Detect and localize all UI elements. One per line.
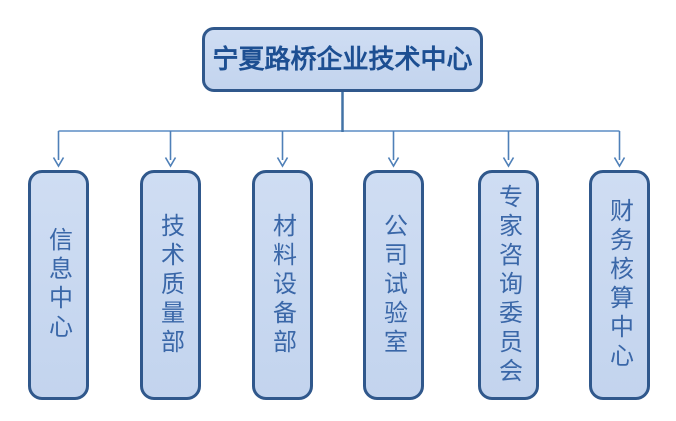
child-node-label: 财务核算中心	[605, 198, 634, 372]
child-node-label: 技术质量部	[156, 212, 185, 358]
branch-arrow	[613, 131, 626, 168]
child-node-label: 信息中心	[44, 227, 73, 343]
branch-arrow	[502, 131, 515, 168]
branch-arrow	[52, 131, 65, 168]
node-materials-equipment-dept: 材料设备部	[252, 170, 313, 400]
node-expert-advisory-committee: 专家咨询委员会	[478, 170, 539, 400]
child-node-label: 材料设备部	[268, 212, 297, 358]
node-technical-quality-dept: 技术质量部	[140, 170, 201, 400]
node-financial-accounting-center: 财务核算中心	[589, 170, 650, 400]
node-root-technology-center: 宁夏路桥企业技术中心	[202, 27, 483, 92]
child-node-label: 公司试验室	[379, 212, 408, 358]
node-company-laboratory: 公司试验室	[363, 170, 424, 400]
root-node-label: 宁夏路桥企业技术中心	[212, 44, 473, 75]
child-node-label: 专家咨询委员会	[494, 183, 523, 387]
node-information-center: 信息中心	[28, 170, 89, 400]
branch-arrow	[387, 131, 400, 168]
branch-arrow	[164, 131, 177, 168]
branch-arrow	[276, 131, 289, 168]
